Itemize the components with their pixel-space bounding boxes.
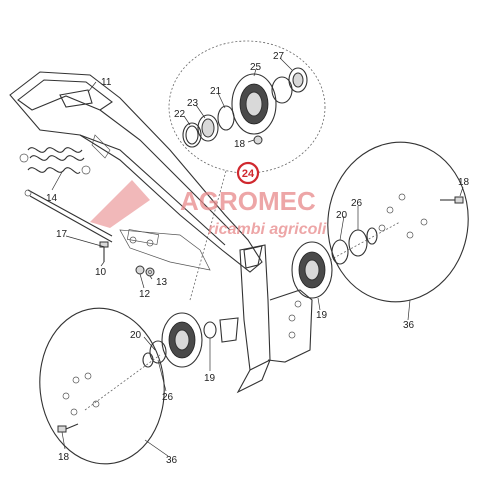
callout-11: 11 [101,77,112,88]
watermark-main-text: AGROMEC [180,186,316,216]
right-disc [327,141,469,303]
callout-labels: 11 14 17 10 12 13 20 26 19 18 36 22 23 2… [46,51,470,466]
highlight-ring [236,161,260,185]
spring [19,147,91,175]
callout-19-left: 19 [204,373,216,384]
highlight-label: 24 [242,168,255,180]
left-disc [39,307,165,465]
callout-18-right: 18 [458,177,470,188]
nut-13 [145,267,155,277]
hub-detail [182,67,308,148]
watermark-sub-text: ricambi agricoli [208,221,327,238]
callout-21: 21 [210,86,222,97]
callout-17: 17 [56,229,68,240]
frame-arm [9,71,263,273]
left-hub [84,312,217,411]
left-bolt-18 [57,423,79,433]
callout-18-left: 18 [58,452,70,463]
callout-18-detail: 18 [234,139,246,150]
callout-20-right: 20 [336,210,348,221]
callout-22: 22 [174,109,186,120]
callout-25: 25 [250,62,262,73]
right-hub [291,221,401,299]
callout-20-left: 20 [130,330,142,341]
adjustment-rod [24,189,113,243]
callout-26-right: 26 [351,198,363,209]
callout-36-left: 36 [166,455,178,466]
highlight-callout-24[interactable]: 24 [236,161,260,185]
callout-10: 10 [95,267,107,278]
callout-14: 14 [46,193,58,204]
callout-27: 27 [273,51,285,62]
right-bolt-18 [440,196,464,204]
bolt-10 [99,241,109,262]
callout-23: 23 [187,98,199,109]
callout-19-right: 19 [316,310,328,321]
callout-12: 12 [139,289,151,300]
leader-lines [51,57,464,457]
callout-36-right: 36 [403,320,415,331]
agromec-watermark: AGROMEC ricambi agricoli [90,180,327,238]
washer-12 [135,265,145,275]
vertical-leg [219,244,313,394]
callout-13: 13 [156,277,168,288]
callout-26-left: 26 [162,392,174,403]
